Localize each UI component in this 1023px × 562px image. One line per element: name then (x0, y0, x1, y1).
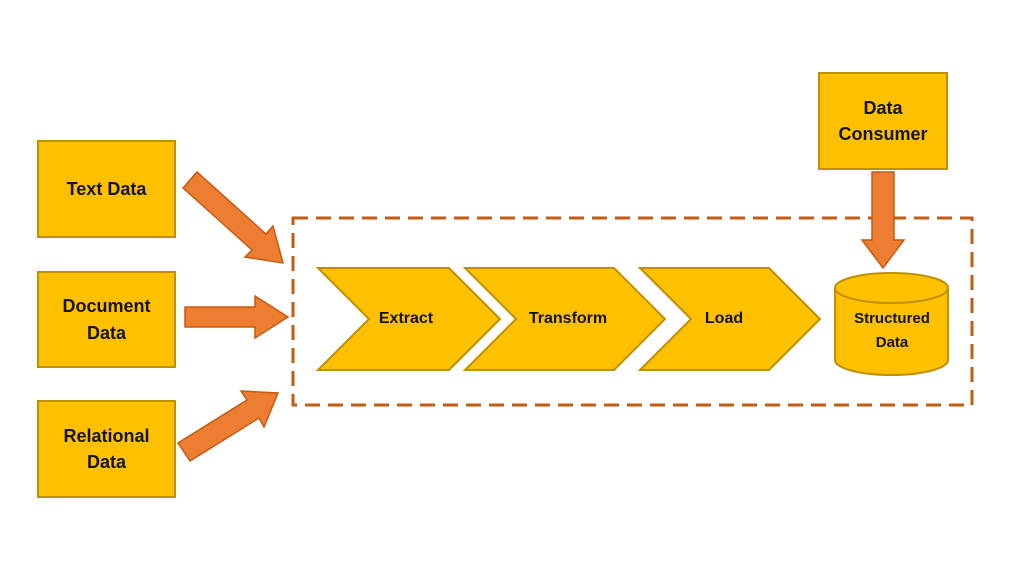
chevron-load (637, 267, 822, 371)
source-box-text-data (37, 140, 176, 238)
source-box-document-data (37, 271, 176, 368)
source-box-relational-data (37, 400, 176, 498)
database-cylinder-top (834, 272, 949, 304)
database-cylinder-body (834, 287, 949, 376)
source-label-document-data: Document Data (62, 296, 151, 343)
chevron-label-transform: Transform (528, 310, 608, 328)
chevron-extract (315, 267, 502, 371)
arrow-text-data-to-pipeline (181, 170, 285, 264)
arrow-consumer-to-database (860, 171, 906, 270)
datastore-label: Structured Data (854, 309, 930, 351)
arrow-document-data-to-pipeline (184, 294, 290, 340)
chevron-label-extract: Extract (378, 310, 434, 328)
chevron-label-load: Load (704, 310, 744, 328)
source-label-relational-data: Relational Data (63, 425, 150, 472)
source-label-text-data: Text Data (66, 178, 147, 199)
data-consumer-box (818, 72, 948, 170)
arrow-relational-data-to-pipeline (176, 390, 280, 463)
pipeline-boundary-dashed-box (291, 216, 974, 407)
chevron-transform (462, 267, 667, 371)
consumer-label: Data Consumer (838, 97, 928, 144)
